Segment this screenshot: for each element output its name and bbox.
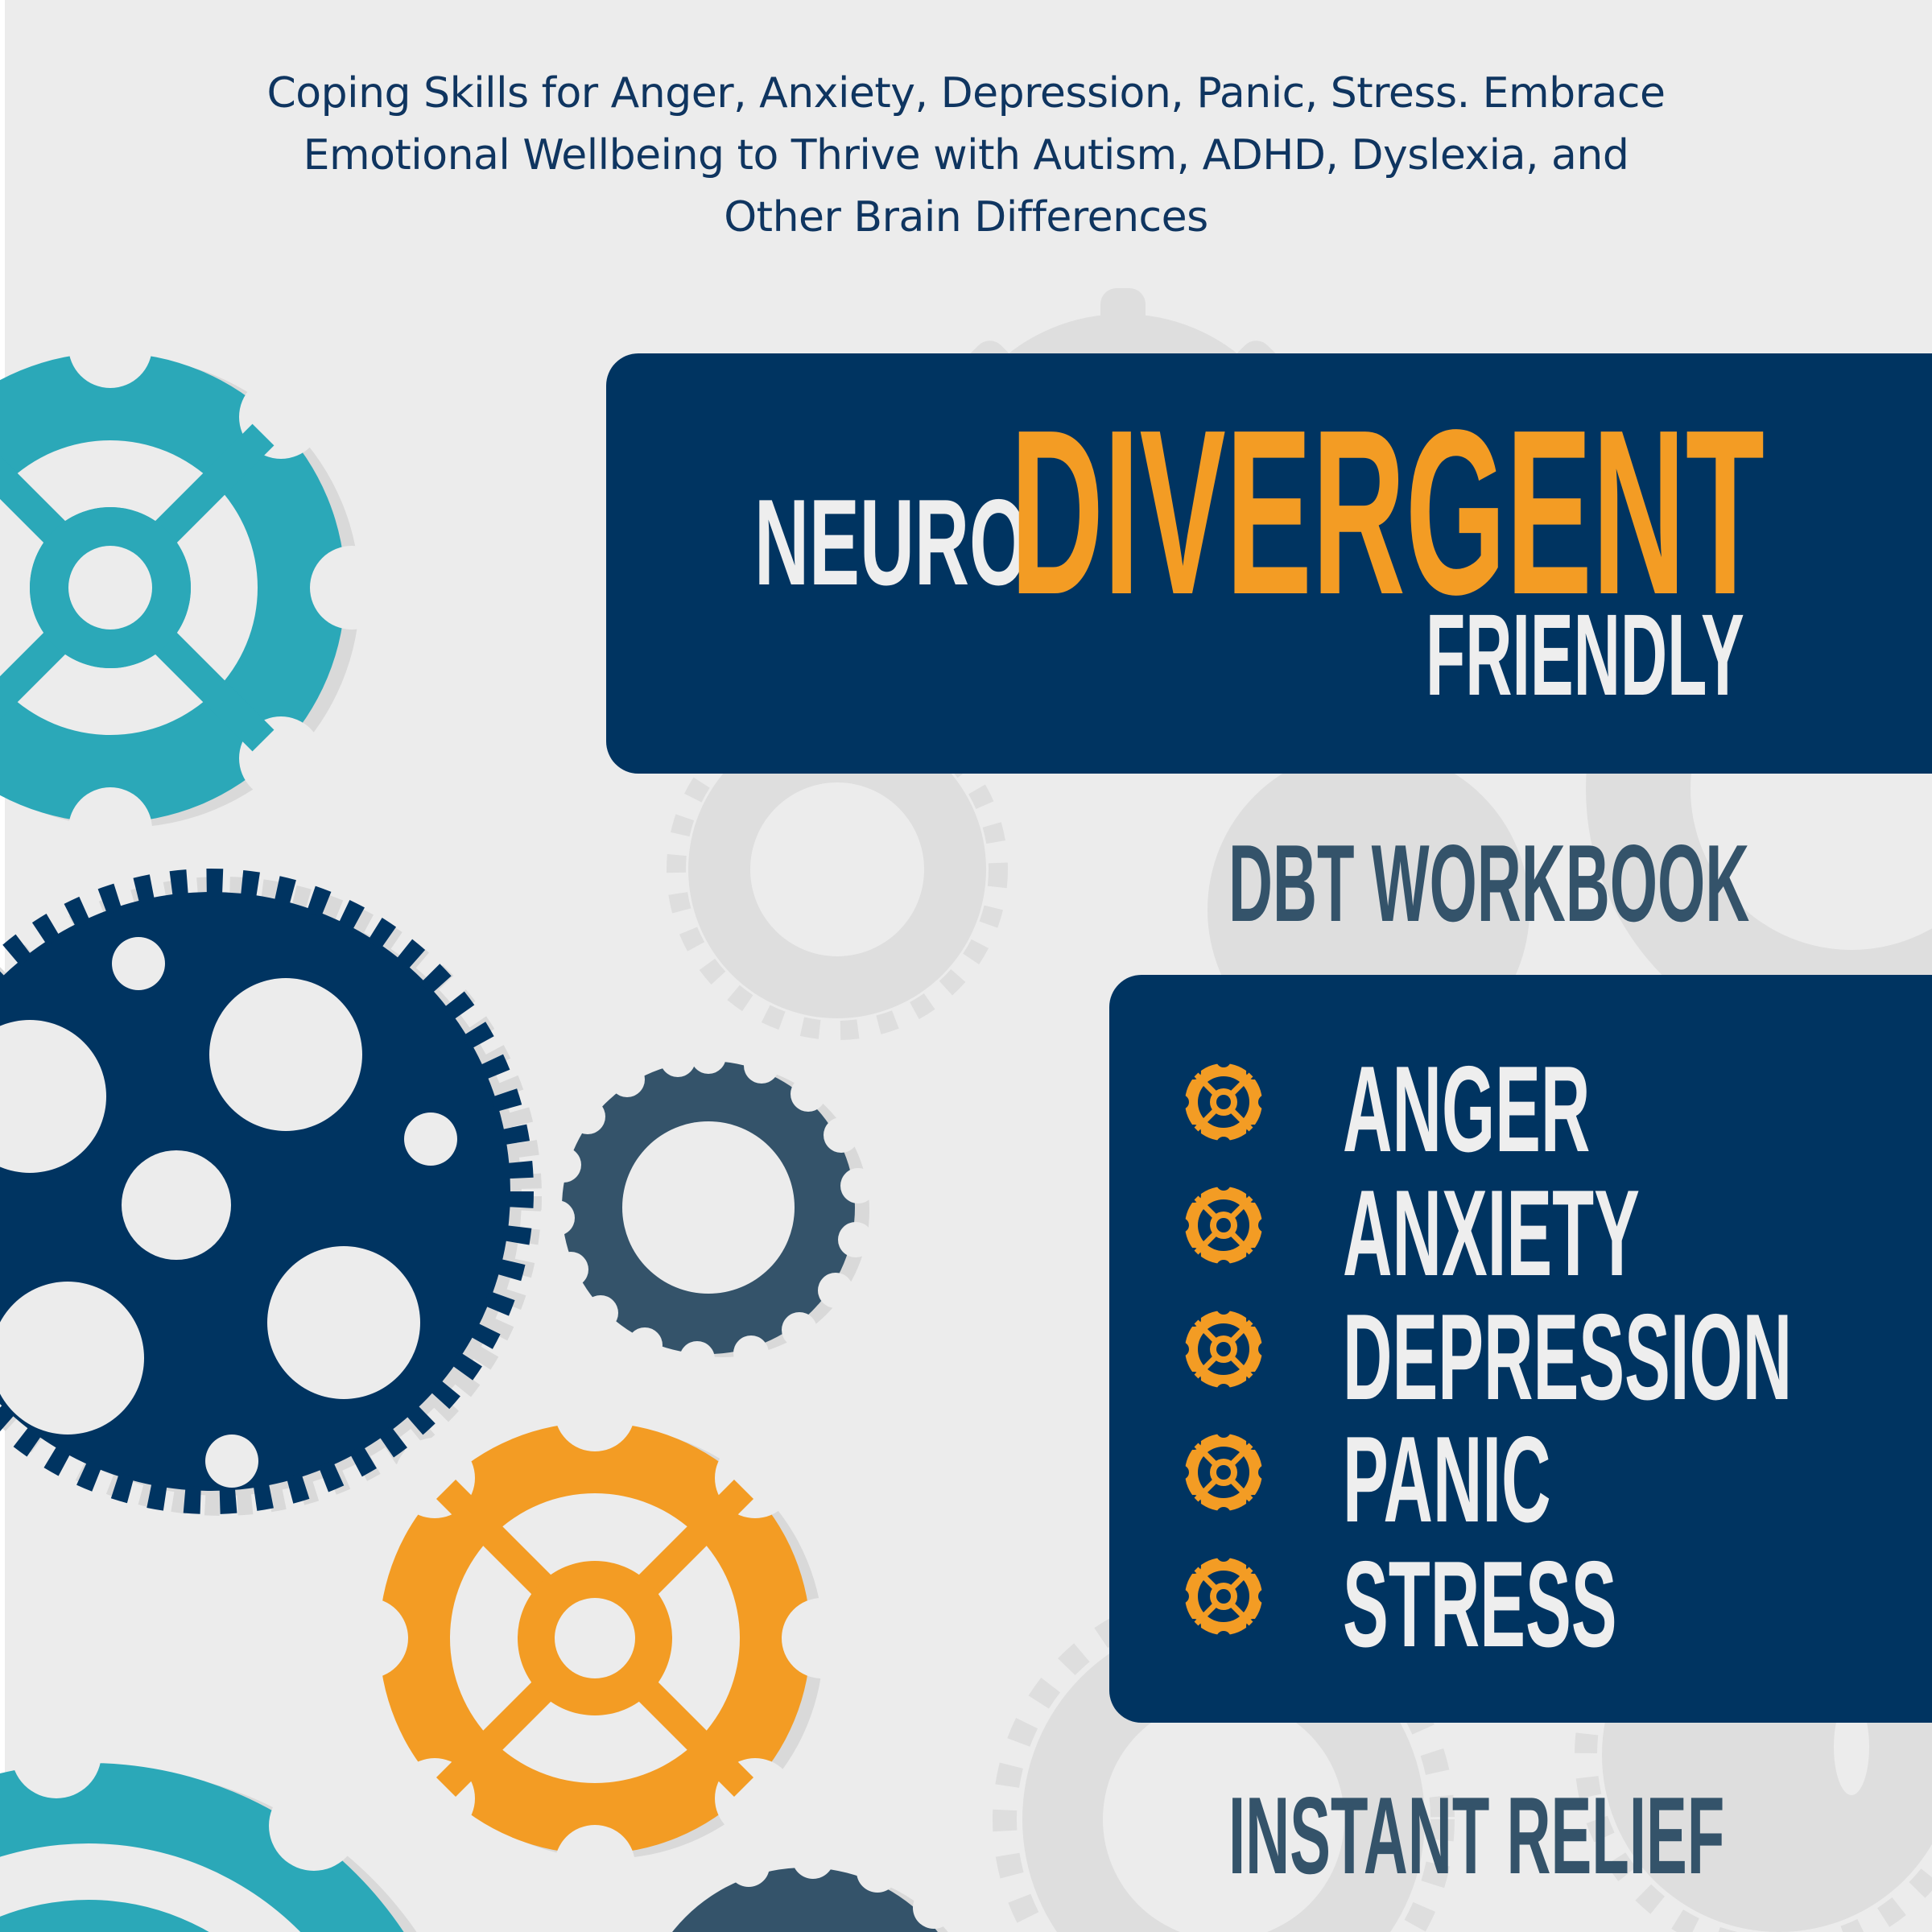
slate-gear bbox=[539, 1038, 876, 1377]
gear-icon bbox=[1179, 1552, 1268, 1641]
subtitle-line: Other Brain Differences bbox=[724, 193, 1208, 242]
gear-icon bbox=[1179, 1181, 1268, 1269]
teal-gear-bottom bbox=[0, 1708, 417, 1932]
gear-icon bbox=[1179, 1058, 1268, 1146]
topic-label: ANGER bbox=[1343, 1041, 1591, 1178]
topic-label: DEPRESSION bbox=[1343, 1289, 1793, 1426]
title-highlight: DIVERGENT bbox=[1010, 381, 1765, 643]
topic-label: ANXIETY bbox=[1343, 1165, 1640, 1302]
gear-icon bbox=[1179, 1305, 1268, 1393]
orange-gear bbox=[328, 1371, 862, 1905]
title-prefix: NEURO bbox=[754, 474, 1029, 611]
subtitle: Coping Skills for Anger, Anxiety, Depres… bbox=[80, 63, 1852, 249]
topic-label: STRESS bbox=[1343, 1536, 1617, 1673]
teal-gear-top bbox=[0, 304, 394, 871]
series-label: DBT WORKBOOK bbox=[1228, 822, 1750, 944]
tagline: INSTANT RELIEF bbox=[1228, 1774, 1725, 1897]
subtitle-line: Emotional Wellbeing to Thrive with Autis… bbox=[303, 131, 1629, 180]
gear-icon bbox=[1179, 1428, 1268, 1517]
slate-gear-bottom bbox=[672, 1837, 955, 1932]
left-edge-strip bbox=[0, 0, 5, 1932]
title-suffix: FRIENDLY bbox=[1426, 590, 1744, 720]
subtitle-line: Coping Skills for Anger, Anxiety, Depres… bbox=[266, 69, 1666, 118]
topic-label: PANIC bbox=[1343, 1411, 1551, 1548]
navy-gear bbox=[0, 869, 542, 1516]
title-banner bbox=[606, 353, 1932, 774]
